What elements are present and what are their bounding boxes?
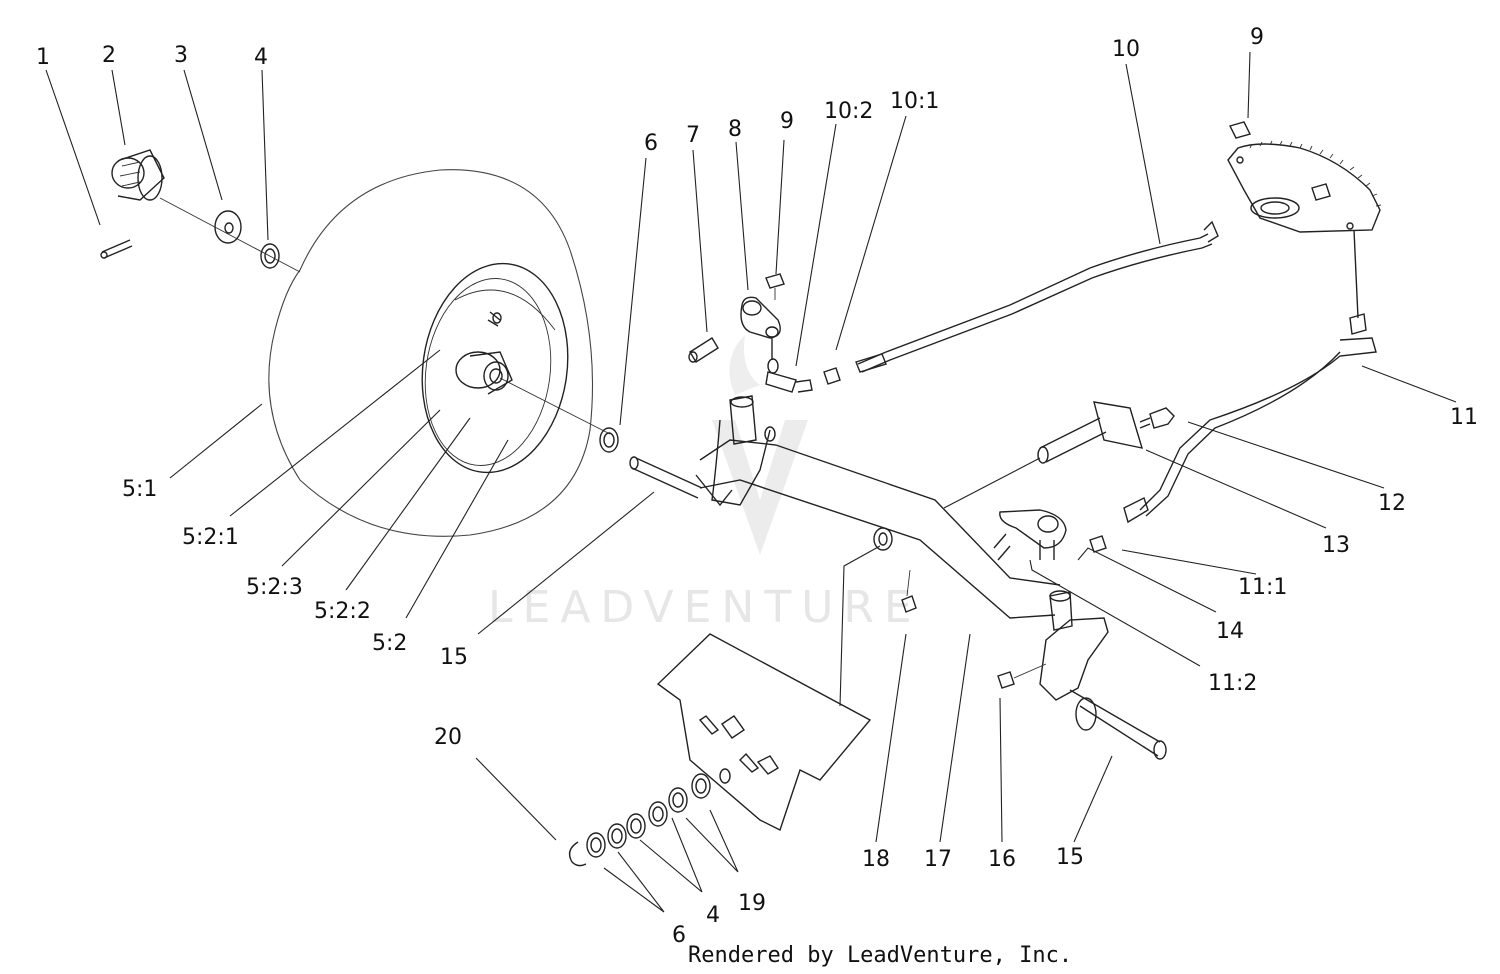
parts bbox=[100, 121, 1382, 867]
callout-11: 11 bbox=[1450, 405, 1478, 430]
callout-2: 2 bbox=[102, 43, 116, 68]
pivot-tube bbox=[1037, 401, 1144, 464]
bolt-16 bbox=[997, 663, 1047, 689]
callout-4: 4 bbox=[254, 45, 268, 70]
spindle-right bbox=[1039, 590, 1167, 760]
callout-10-1: 10:1 bbox=[890, 89, 939, 114]
drag-link bbox=[855, 220, 1219, 373]
callout-19: 19 bbox=[738, 891, 766, 916]
steering-arm bbox=[740, 296, 781, 360]
callout-4-stack: 4 bbox=[706, 903, 720, 928]
callout-6-stack: 6 bbox=[672, 923, 686, 948]
flat-washer bbox=[214, 210, 242, 244]
callout-17: 17 bbox=[924, 847, 952, 872]
callout-5-2-1: 5:2:1 bbox=[182, 525, 239, 550]
callout-18: 18 bbox=[862, 847, 890, 872]
callout-1: 1 bbox=[36, 45, 50, 70]
callout-12: 12 bbox=[1378, 491, 1406, 516]
wheel-axis-line bbox=[159, 197, 301, 273]
tie-rod bbox=[1123, 229, 1377, 524]
axle-shield-plate bbox=[656, 633, 872, 831]
pivot-bolt bbox=[1139, 407, 1175, 429]
front-wheel bbox=[268, 169, 593, 537]
render-credit: Rendered by LeadVenture, Inc. bbox=[688, 943, 1072, 968]
callout-9: 9 bbox=[780, 109, 794, 134]
jam-nut bbox=[823, 367, 841, 385]
steering-sector-gear bbox=[1227, 140, 1382, 233]
callout-14: 14 bbox=[1216, 619, 1244, 644]
pin bbox=[688, 337, 719, 363]
callout-10: 10 bbox=[1112, 37, 1140, 62]
callout-9-sector: 9 bbox=[1250, 25, 1264, 50]
callout-10-2: 10:2 bbox=[824, 99, 873, 124]
callout-13: 13 bbox=[1322, 533, 1350, 558]
hub-cap bbox=[111, 149, 165, 201]
hub-axis-line bbox=[499, 377, 611, 435]
nut-9-arm bbox=[765, 273, 785, 300]
grease-fitting bbox=[873, 527, 917, 613]
leader-lines bbox=[45, 51, 1457, 913]
callout-15-right: 15 bbox=[1056, 845, 1084, 870]
ball-joint bbox=[765, 358, 813, 393]
tie-rod-nut bbox=[1089, 535, 1107, 553]
watermark: LEADVENTURE bbox=[488, 335, 922, 633]
callout-11-1: 11:1 bbox=[1238, 575, 1287, 600]
callout-7: 7 bbox=[686, 123, 700, 148]
steering-arm-right bbox=[993, 509, 1067, 561]
watermark-text: LEADVENTURE bbox=[488, 582, 922, 633]
nut-9-sector bbox=[1228, 121, 1331, 201]
callout-15-left: 15 bbox=[440, 645, 468, 670]
washer-stack bbox=[568, 768, 731, 867]
callout-11-2: 11:2 bbox=[1208, 671, 1257, 696]
callout-3: 3 bbox=[174, 43, 188, 68]
callout-labels: 1 2 3 4 5:1 5:2:1 5:2:3 5:2:2 5:2 6 7 8 … bbox=[36, 25, 1478, 948]
callout-6: 6 bbox=[644, 131, 658, 156]
cotter-pin bbox=[100, 239, 133, 259]
callout-16: 16 bbox=[988, 847, 1016, 872]
callout-20: 20 bbox=[434, 725, 462, 750]
washer-6 bbox=[599, 427, 619, 453]
callout-8: 8 bbox=[728, 117, 742, 142]
callout-5-2-3: 5:2:3 bbox=[246, 575, 303, 600]
callout-5-2: 5:2 bbox=[372, 631, 407, 656]
front-axle-beam bbox=[695, 395, 1061, 619]
callout-5-1: 5:1 bbox=[122, 477, 157, 502]
washer-small bbox=[260, 243, 280, 269]
spindle-left bbox=[629, 456, 703, 499]
callout-5-2-2: 5:2:2 bbox=[314, 599, 371, 624]
